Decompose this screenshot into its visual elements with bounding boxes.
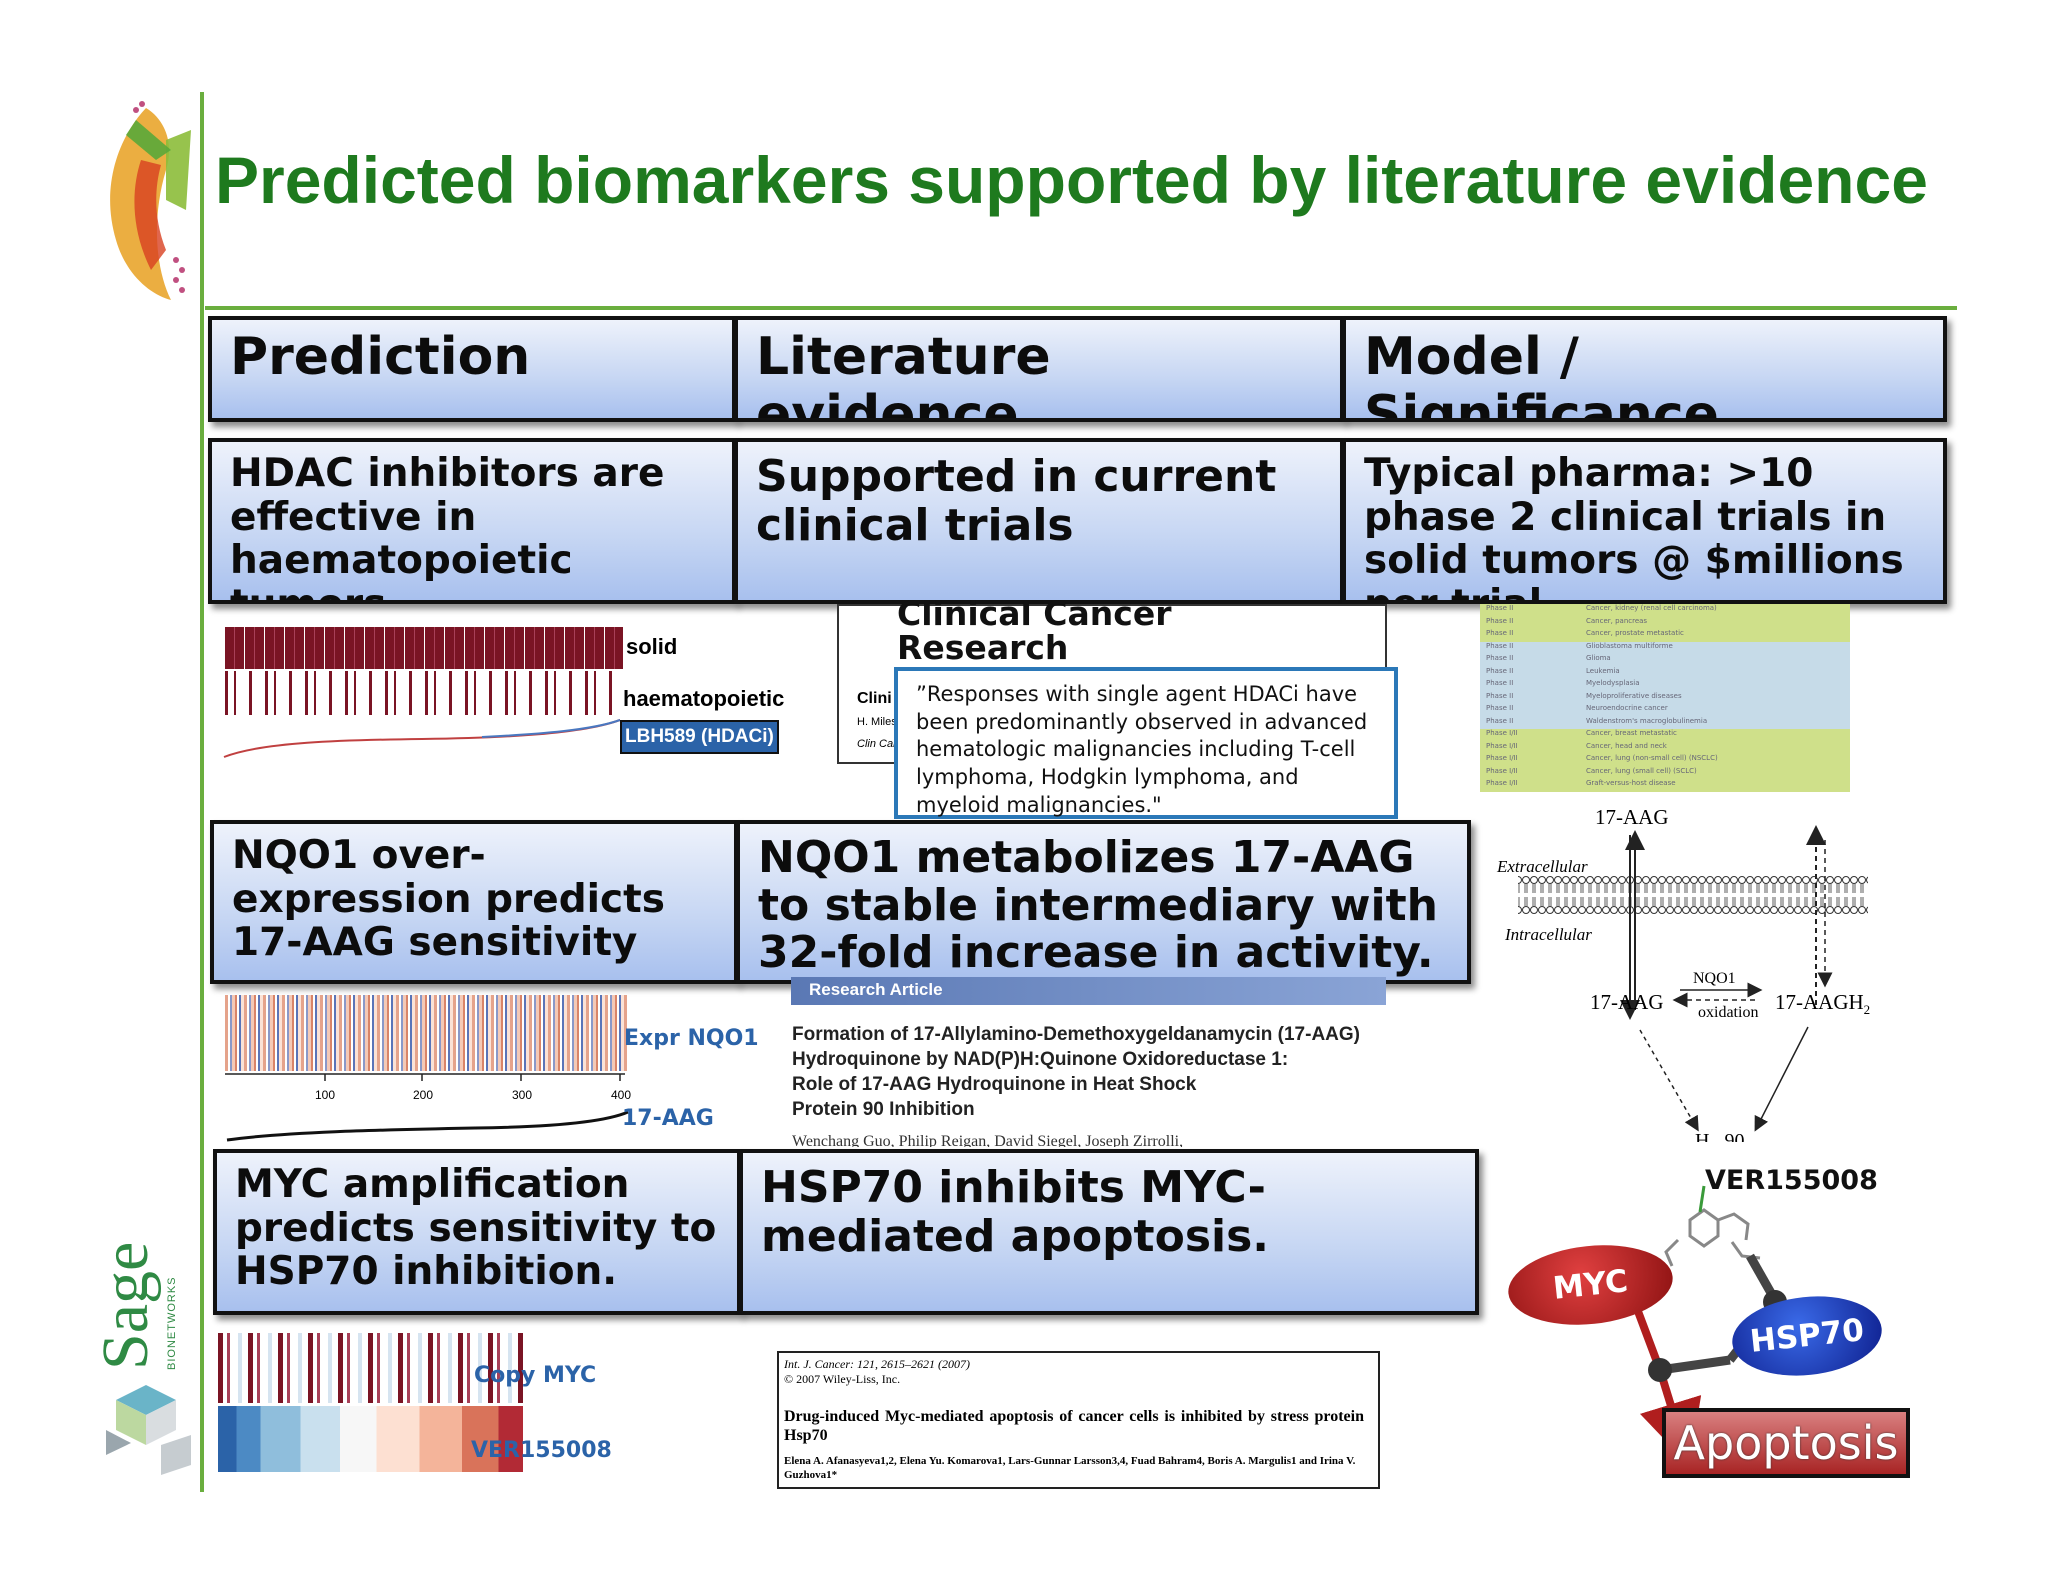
- solid-label: solid: [626, 634, 678, 659]
- trial-condition: Glioma: [1586, 654, 1611, 662]
- trial-condition: Cancer, pancreas: [1586, 616, 1648, 625]
- trial-condition: Cancer, kidney (renal cell carcinoma): [1586, 604, 1717, 612]
- left-rule: [200, 92, 204, 1492]
- trial-phase: Phase II: [1486, 641, 1514, 650]
- membrane-right-subscript: 2: [1863, 1002, 1871, 1018]
- trial-phase: Phase II: [1486, 629, 1514, 637]
- solid-heatmap: [225, 627, 623, 669]
- copy-myc-heatmap: [218, 1333, 523, 1403]
- trial-phase: Phase I/II: [1486, 766, 1518, 775]
- dna-logo-icon: [96, 100, 191, 305]
- trial-phase: Phase II: [1486, 704, 1514, 712]
- haematopoietic-label: haematopoietic: [623, 686, 785, 711]
- apoptosis-box: Apoptosis: [1662, 1408, 1910, 1478]
- membrane-right-label: 17-AAGH2: [1775, 990, 1870, 1018]
- trial-phase: Phase II: [1486, 616, 1514, 625]
- research-article-banner: Research Article: [791, 977, 1386, 1005]
- trial-phase: Phase I/II: [1486, 729, 1518, 737]
- sage-wordmark: Sage: [89, 1241, 162, 1370]
- haematopoietic-heatmap: [225, 671, 623, 715]
- membrane-right-text: 17-AAGH: [1775, 990, 1864, 1014]
- row3-prediction: MYC amplification predicts sensitivity t…: [213, 1149, 741, 1315]
- ccr-quote: ”Responses with single agent HDACi have …: [894, 667, 1398, 819]
- ijc-article-card: [777, 1351, 1380, 1489]
- intracellular-label: Intracellular: [1505, 925, 1592, 944]
- header-model-significance: Model / Significance: [1342, 316, 1947, 422]
- trial-condition: Myelodysplasia: [1586, 679, 1640, 687]
- extracellular-label: Extracellular: [1497, 857, 1588, 876]
- sage-subtitle: BIONETWORKS: [166, 1276, 178, 1370]
- nqo1-expression-heatmap: [225, 995, 627, 1071]
- axis-tick-300: 300: [512, 1088, 533, 1102]
- trial-condition: Neuroendocrine cancer: [1586, 704, 1668, 712]
- header-literature-evidence: Literature evidence: [734, 316, 1344, 422]
- page-title: Predicted biomarkers supported by litera…: [215, 143, 1928, 217]
- trial-phase: Phase II: [1486, 691, 1514, 700]
- row2-prediction: NQO1 over-expression predicts 17-AAG sen…: [210, 820, 738, 984]
- ccr-journal-name: Clinical Cancer Research: [897, 594, 1172, 668]
- trial-phase: Phase I/II: [1486, 779, 1518, 787]
- article-title-line: Hydroquinone by NAD(P)H:Quinone Oxidored…: [792, 1049, 1289, 1070]
- article-title-line: Formation of 17-Allylamino-Demethoxygeld…: [792, 1024, 1360, 1045]
- membrane-top-label: 17-AAG: [1595, 805, 1669, 829]
- trial-condition: Cancer, head and neck: [1586, 741, 1667, 750]
- trial-condition: Leukemia: [1586, 666, 1620, 675]
- axis-tick-200: 200: [413, 1088, 434, 1102]
- row1-evidence: Supported in current clinical trials: [734, 438, 1344, 604]
- article-authors: Wenchang Guo, Philip Reigan, David Siege…: [792, 1133, 1184, 1147]
- trial-condition: Cancer, breast metastatic: [1586, 729, 1677, 737]
- response-curve: [223, 719, 621, 758]
- nqo1-axis: [225, 1073, 629, 1142]
- ijc-authors: Elena A. Afanasyeva1,2, Elena Yu. Komaro…: [784, 1455, 1356, 1481]
- trial-condition: Cancer, lung (non-small cell) (NSCLC): [1586, 754, 1718, 762]
- trial-phase: Phase II: [1486, 679, 1514, 687]
- trial-condition: Glioblastoma multiforme: [1586, 641, 1673, 650]
- lbh589-label: LBH589 (HDACi): [620, 720, 779, 754]
- trial-phase: Phase II: [1486, 654, 1514, 662]
- header-prediction: Prediction: [208, 316, 736, 422]
- trial-condition: Graft-versus-host disease: [1586, 779, 1676, 787]
- ccr-article-title-stub: Clini: [857, 690, 892, 707]
- trial-phase: Phase I/II: [1486, 754, 1518, 762]
- nqo1-enzyme-label: NQO1: [1693, 970, 1736, 987]
- trial-phase: Phase I/II: [1486, 741, 1518, 750]
- membrane-left-label: 17-AAG: [1590, 990, 1664, 1014]
- row2-evidence: NQO1 metabolizes 17-AAG to stable interm…: [736, 820, 1471, 984]
- ijc-citation: Int. J. Cancer: 121, 2615–2621 (2007): [784, 1357, 970, 1371]
- trial-condition: Waldenstrom's macroglobulinemia: [1586, 716, 1708, 725]
- ver155008-molecule-icon: [1664, 1185, 1761, 1267]
- trial-phase: Phase II: [1486, 716, 1514, 725]
- trial-condition: Cancer, prostate metastatic: [1586, 629, 1684, 637]
- membrane-cut-label: H...90: [1695, 1130, 1745, 1142]
- ijc-copyright: © 2007 Wiley-Liss, Inc.: [784, 1372, 901, 1386]
- trial-condition: Cancer, lung (small cell) (SCLC): [1586, 766, 1697, 775]
- clinical-trials-list: Phase II Cancer, kidney (renal cell carci…: [1480, 604, 1850, 793]
- axis-tick-100: 100: [315, 1088, 336, 1102]
- oxidation-label: oxidation: [1698, 1004, 1759, 1021]
- row1-prediction: HDAC inhibitors are effective in haemato…: [208, 438, 736, 604]
- trial-phase: Phase II: [1486, 604, 1514, 612]
- axis-tick-400: 400: [611, 1088, 632, 1102]
- 17aag-label: 17-AAG: [622, 1106, 714, 1131]
- membrane-diagram: [1518, 825, 1868, 1132]
- ccr-citation-stub: Clin Car: [857, 738, 897, 750]
- trial-condition: Myeloproliferative diseases: [1586, 691, 1682, 700]
- row3-evidence: HSP70 inhibits MYC-mediated apoptosis.: [739, 1149, 1479, 1315]
- article-title-line: Role of 17-AAG Hydroquinone in Heat Shoc…: [792, 1074, 1197, 1095]
- row1-significance: Typical pharma: >10 phase 2 clinical tri…: [1342, 438, 1947, 604]
- title-rule: [205, 306, 1957, 310]
- expr-nqo1-label: Expr NQO1: [624, 1026, 759, 1051]
- trial-phase: Phase II: [1486, 666, 1514, 675]
- ver155008-heatmap: [218, 1406, 523, 1472]
- article-title-line: Protein 90 Inhibition: [792, 1099, 975, 1120]
- ver155008-heat-label: VER155008: [471, 1438, 612, 1463]
- ccr-authors-stub: H. Miles: [857, 716, 897, 728]
- copy-myc-label: Copy MYC: [474, 1363, 597, 1388]
- ijc-title: Drug-induced Myc-mediated apoptosis of c…: [784, 1408, 1364, 1445]
- sage-logo: Sage BIONETWORKS: [89, 1242, 196, 1485]
- ver155008-label: VER155008: [1705, 1165, 1878, 1196]
